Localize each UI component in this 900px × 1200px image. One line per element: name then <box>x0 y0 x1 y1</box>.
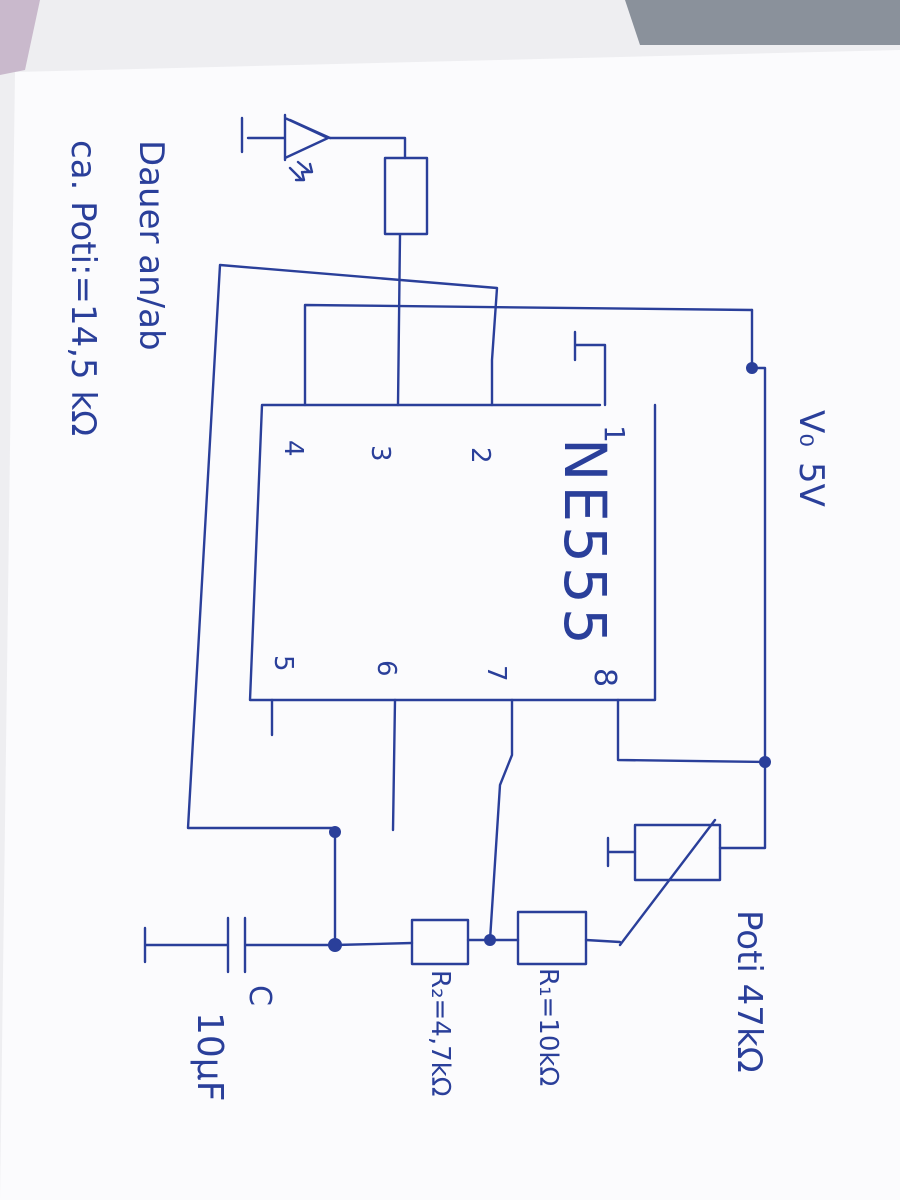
r2-label: R₂=4,7kΩ <box>425 970 455 1097</box>
supply-label: V₀ <box>791 410 831 447</box>
vcc-rail <box>718 308 767 850</box>
vcc-top-branch <box>303 303 754 407</box>
pin-8-label: 8 <box>587 668 622 687</box>
pin-2-label: 2 <box>465 447 495 464</box>
paper-sheet <box>0 50 900 1200</box>
pin-2-wire <box>186 263 499 830</box>
junction-vcc-pin8 <box>759 756 771 768</box>
chip-name: NE555 <box>551 438 619 649</box>
led-resistor-lead <box>328 136 407 160</box>
note-line-2: ca. Poti:=14,5 kΩ <box>63 140 103 436</box>
capacitor-letter: C <box>242 985 277 1006</box>
pin-7-label: 7 <box>481 665 511 682</box>
r1-label: R₁=10kΩ <box>533 968 563 1086</box>
dark-corner <box>625 0 900 45</box>
pin-6-wire <box>333 698 397 947</box>
pin-1-label: 1 <box>598 425 631 443</box>
pin-3-wire <box>396 233 402 407</box>
junction-pin7 <box>484 934 496 946</box>
ne555-chip-body <box>248 403 657 702</box>
junction-capacitor <box>328 938 342 952</box>
pin-5-label: 5 <box>268 655 298 672</box>
pin-1-ground <box>573 330 607 407</box>
poti-wiper-arrow <box>606 818 717 947</box>
pin-7-wire <box>488 698 514 942</box>
poti-label: Poti 47kΩ <box>729 910 769 1073</box>
junction-vcc-top <box>746 362 758 374</box>
capacitor-icon <box>143 916 337 974</box>
pin-8-wire <box>616 698 767 764</box>
capacitor-value: 10µF <box>189 1012 230 1101</box>
led-icon <box>240 113 332 182</box>
supply-voltage: 5V <box>791 462 831 507</box>
pin-3-label: 3 <box>365 445 395 462</box>
r1-resistor <box>516 910 588 966</box>
fabric-corner <box>0 0 40 75</box>
pin-4-label: 4 <box>278 440 308 457</box>
junction-pin2-6 <box>329 826 341 838</box>
pin-6-label: 6 <box>371 660 401 677</box>
note-line-1: Dauer an/ab <box>131 140 171 351</box>
